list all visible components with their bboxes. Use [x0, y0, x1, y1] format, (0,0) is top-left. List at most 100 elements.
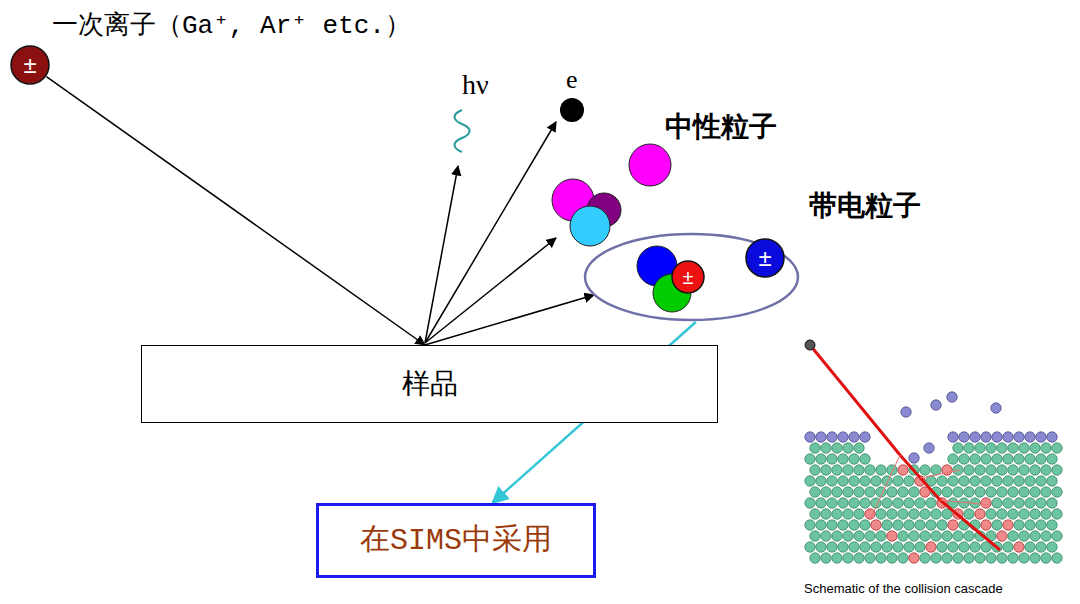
atom	[1047, 476, 1057, 486]
node-label: 在SIMS中采用	[360, 526, 552, 556]
atom	[1025, 454, 1035, 464]
atom	[953, 553, 963, 563]
atom	[882, 476, 892, 486]
atom	[992, 520, 1002, 530]
atom	[893, 520, 903, 530]
atom	[1019, 553, 1029, 563]
atom	[816, 476, 826, 486]
atom	[898, 465, 908, 475]
atom	[854, 553, 864, 563]
atom	[1047, 542, 1057, 552]
atom	[816, 520, 826, 530]
atom	[876, 553, 886, 563]
atom	[821, 465, 831, 475]
charged-particle-region: 带电粒子±±	[583, 232, 800, 322]
atom	[832, 487, 842, 497]
atom	[898, 509, 908, 519]
atom	[1036, 476, 1046, 486]
atom	[920, 531, 930, 541]
atom	[997, 465, 1007, 475]
atom	[997, 531, 1007, 541]
atom	[854, 443, 864, 453]
atom	[832, 465, 842, 475]
region-heading: 带电粒子	[809, 192, 921, 220]
atom	[821, 553, 831, 563]
atom	[1030, 531, 1040, 541]
atom	[953, 443, 963, 453]
atom	[909, 553, 919, 563]
recoil-track	[870, 455, 900, 520]
atom	[904, 498, 914, 508]
atom	[843, 531, 853, 541]
atom	[805, 454, 815, 464]
particle-ball	[672, 261, 704, 293]
atom	[1052, 509, 1062, 519]
atom	[843, 443, 853, 453]
atom	[827, 432, 837, 442]
atom	[876, 531, 886, 541]
photon-label: hν	[462, 70, 489, 101]
atom	[838, 542, 848, 552]
atom	[1025, 476, 1035, 486]
atom	[931, 400, 941, 410]
atom	[964, 531, 974, 541]
atom	[997, 509, 1007, 519]
atom	[909, 453, 919, 463]
atom	[1036, 454, 1046, 464]
art-part	[425, 122, 556, 343]
atom	[854, 509, 864, 519]
atom	[898, 553, 908, 563]
atom	[1047, 498, 1057, 508]
collision-cascade	[805, 340, 1062, 563]
atom	[843, 465, 853, 475]
atom	[992, 432, 1002, 442]
atom	[931, 509, 941, 519]
atom	[975, 465, 985, 475]
atom	[821, 509, 831, 519]
atom	[821, 443, 831, 453]
atom	[904, 520, 914, 530]
atom	[838, 498, 848, 508]
atom	[1052, 465, 1062, 475]
charged-ion: ±	[671, 260, 705, 294]
atom	[805, 498, 815, 508]
atom	[871, 520, 881, 530]
atom	[937, 476, 947, 486]
atom	[981, 454, 991, 464]
atom	[1047, 432, 1057, 442]
atom	[931, 531, 941, 541]
atom	[981, 520, 991, 530]
atom	[865, 553, 875, 563]
atom	[827, 454, 837, 464]
atom	[854, 465, 864, 475]
atom	[816, 542, 826, 552]
atom	[838, 476, 848, 486]
particle-ball	[11, 46, 49, 84]
atom	[992, 498, 1002, 508]
node-label: ±	[683, 267, 694, 287]
atom	[1003, 520, 1013, 530]
node-label: ±	[758, 246, 771, 270]
atom	[849, 498, 859, 508]
atom	[986, 465, 996, 475]
atom	[997, 487, 1007, 497]
atom	[1014, 542, 1024, 552]
atom	[964, 465, 974, 475]
atom	[953, 531, 963, 541]
atom	[816, 498, 826, 508]
atom	[1003, 542, 1013, 552]
atom	[909, 487, 919, 497]
atom	[843, 509, 853, 519]
atom	[860, 454, 870, 464]
atom	[1052, 443, 1062, 453]
node-label: 样品	[402, 370, 458, 398]
atom	[827, 476, 837, 486]
atom	[986, 553, 996, 563]
atom	[975, 553, 985, 563]
atom	[926, 542, 936, 552]
atom	[1036, 520, 1046, 530]
atom	[986, 487, 996, 497]
atom	[1014, 498, 1024, 508]
atom	[975, 487, 985, 497]
atom	[805, 520, 815, 530]
